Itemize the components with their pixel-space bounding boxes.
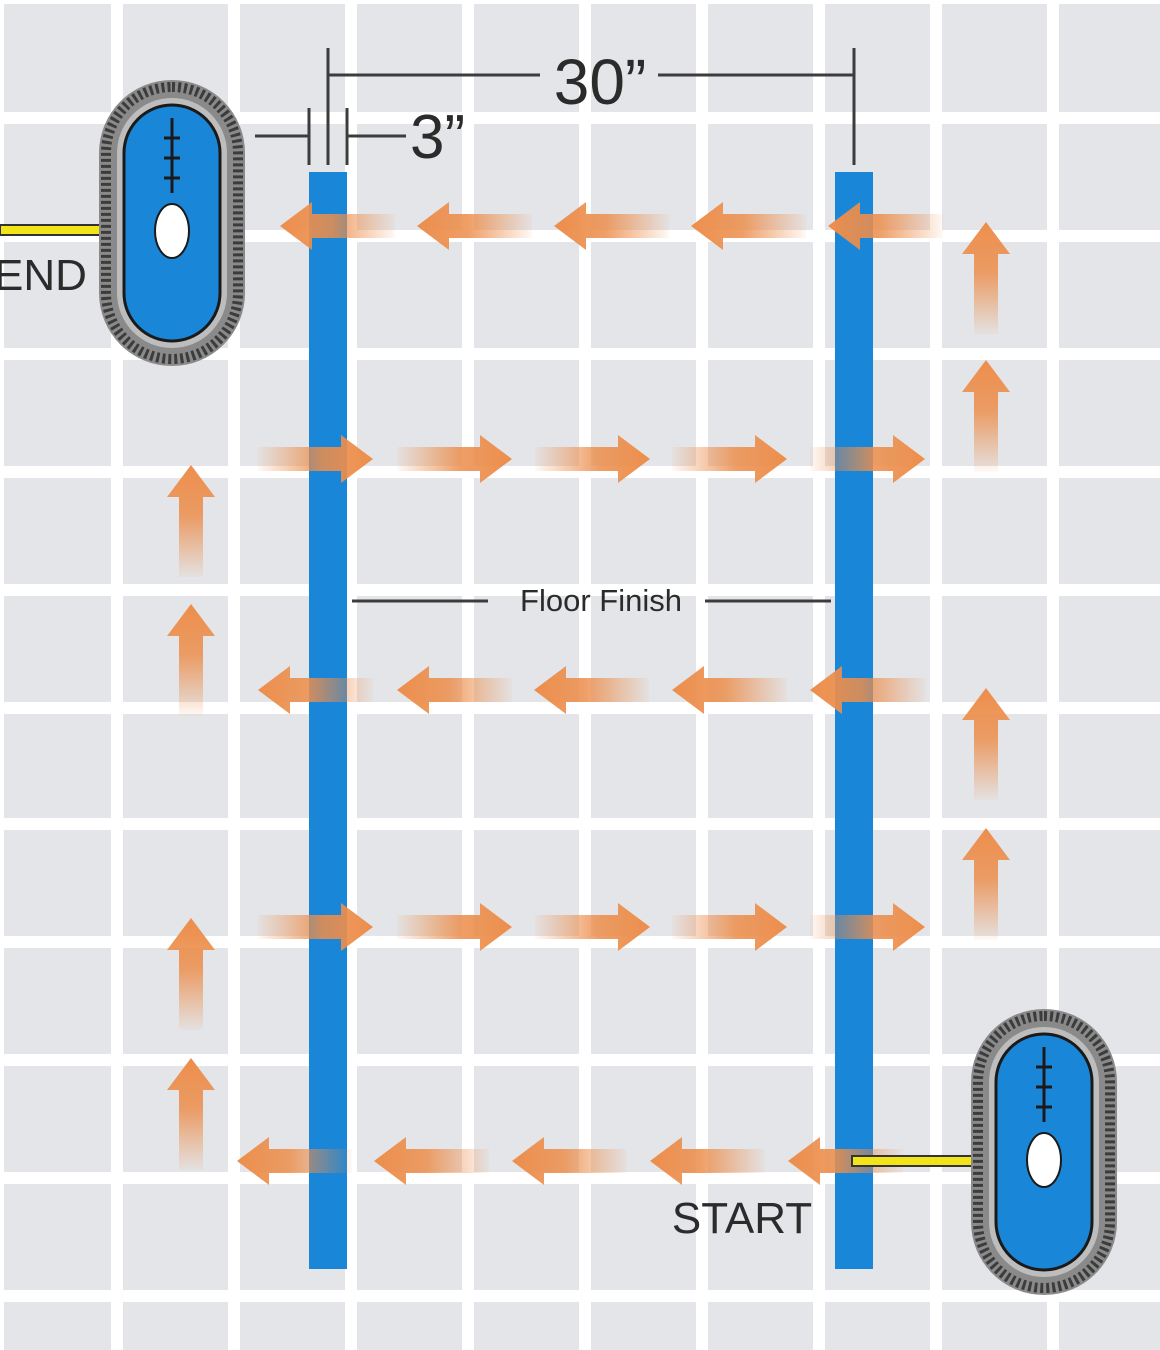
grout-line-vertical — [813, 0, 825, 1350]
arrow-left-icon — [810, 666, 925, 714]
dimension-30-label: 30” — [554, 46, 647, 118]
dimension-lines — [255, 48, 856, 603]
floor-machine-icon — [971, 1009, 1117, 1295]
arrow-up-icon — [962, 222, 1010, 334]
arrow-left-icon — [650, 1137, 765, 1185]
arrow-up-icon — [962, 828, 1010, 940]
grout-line-horizontal — [0, 1290, 1160, 1302]
arrow-right-icon — [810, 435, 925, 483]
arrow-right-icon — [397, 435, 512, 483]
arrow-left-icon — [280, 202, 395, 250]
arrow-right-icon — [258, 435, 373, 483]
machine-pad-bristles — [101, 82, 243, 364]
grout-line-vertical — [579, 0, 591, 1350]
arrow-left-icon — [417, 202, 532, 250]
arrow-left-icon — [788, 1137, 903, 1185]
arrow-up-icon — [167, 918, 215, 1030]
grout-line-vertical — [345, 0, 357, 1350]
machine-cord-socket — [154, 203, 190, 259]
arrow-right-icon — [535, 435, 650, 483]
dimension-3-label: 3” — [410, 103, 465, 172]
arrow-right-icon — [535, 903, 650, 951]
arrow-left-icon — [512, 1137, 627, 1185]
arrow-left-icon — [374, 1137, 489, 1185]
grout-line-vertical — [462, 0, 474, 1350]
arrow-up-icon — [167, 1058, 215, 1170]
machine-cord-socket — [1026, 1132, 1062, 1188]
arrow-left-icon — [237, 1137, 352, 1185]
machine-pad-bristles — [973, 1011, 1115, 1293]
grout-line-vertical — [930, 0, 942, 1350]
arrow-left-icon — [672, 666, 787, 714]
arrow-left-icon — [554, 202, 669, 250]
grout-line-vertical — [228, 0, 240, 1350]
arrow-up-icon — [962, 688, 1010, 800]
start-label: START — [672, 1194, 812, 1243]
arrow-right-icon — [397, 903, 512, 951]
arrow-up-icon — [167, 465, 215, 577]
grout-line-horizontal — [0, 112, 1160, 124]
arrow-left-icon — [258, 666, 373, 714]
arrow-right-icon — [672, 435, 787, 483]
floor-finish-strips — [309, 172, 873, 1269]
grout-line-horizontal — [0, 0, 1160, 4]
grout-line-vertical — [0, 0, 4, 1350]
arrow-up-icon — [167, 604, 215, 716]
arrow-up-icon — [962, 360, 1010, 472]
floor-machines — [99, 80, 1117, 1295]
floor-finish-label: Floor Finish — [520, 583, 682, 618]
arrow-left-icon — [828, 202, 943, 250]
arrow-left-icon — [534, 666, 649, 714]
floor-machine-icon — [99, 80, 245, 366]
arrow-left-icon — [691, 202, 806, 250]
arrow-right-icon — [810, 903, 925, 951]
floor-finish-strip-left — [309, 172, 347, 1269]
floor-finish-strip-right — [835, 172, 873, 1269]
arrow-left-icon — [397, 666, 512, 714]
arrow-right-icon — [258, 903, 373, 951]
end-label: END — [0, 251, 87, 300]
direction-arrows — [167, 202, 1010, 1185]
arrow-right-icon — [672, 903, 787, 951]
